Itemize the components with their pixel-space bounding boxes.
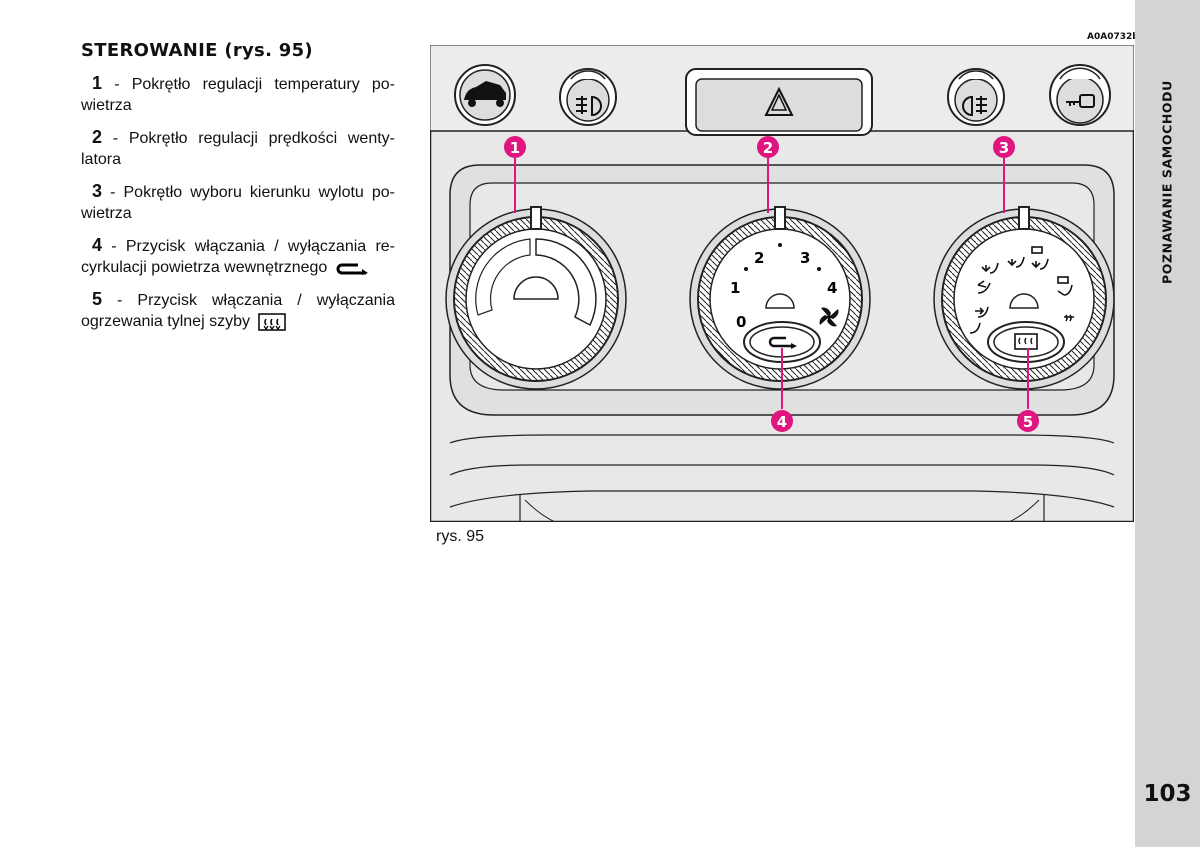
- item-text: - Pokrętło wyboru kierunku wylotu po-wie…: [81, 184, 395, 222]
- rear-defrost-button: [987, 321, 1065, 363]
- list-item: 4 - Przycisk włączania / wyłączania re-c…: [81, 235, 395, 278]
- item-number: 1: [92, 73, 103, 93]
- fan-scale-1: 1: [730, 279, 740, 297]
- callout-4: 4: [771, 410, 793, 432]
- recirculation-icon: [768, 336, 797, 349]
- callout-1: 1: [504, 136, 526, 158]
- callouts: 1 2 3 4 5: [504, 136, 1039, 432]
- rear-defrost-icon: [258, 313, 287, 331]
- item-number: 4: [92, 235, 103, 255]
- rear-defrost-icon: [1014, 333, 1038, 350]
- fan-scale-4: 4: [827, 279, 837, 297]
- item-number: 3: [92, 181, 103, 201]
- air-direction-icons: [969, 246, 1074, 334]
- svg-text:2: 2: [763, 139, 773, 157]
- list-item: 2 - Pokrętło regulacji prędkości wenty-l…: [81, 127, 395, 170]
- section-title: POZNAWANIE SAMOCHODU: [1159, 80, 1175, 285]
- air-distribution-knob: [933, 206, 1115, 390]
- item-text: - Pokrętło regulacji prędkości wenty-lat…: [81, 130, 395, 168]
- front-fog-light-icon: [962, 95, 987, 117]
- list-item: 3 - Pokrętło wyboru kierunku wylotu po-w…: [81, 181, 395, 224]
- fan-scale-2: 2: [754, 249, 764, 267]
- heading-title: STEROWANIE: [81, 40, 218, 61]
- rear-fog-light-button: [559, 68, 617, 126]
- recirculation-button: [743, 321, 821, 363]
- list-item: 1 - Pokrętło regulacji temperatury po-wi…: [81, 73, 395, 116]
- section-heading: STEROWANIE (rys. 95): [81, 40, 395, 61]
- svg-text:1: 1: [510, 139, 520, 157]
- fan-scale-3: 3: [800, 249, 810, 267]
- rear-fog-light-icon: [576, 95, 602, 117]
- front-fog-light-button: [947, 68, 1005, 126]
- trunk-release-button: [454, 64, 516, 126]
- text-column: STEROWANIE (rys. 95) 1 - Pokrętło regula…: [81, 40, 395, 343]
- trunk-release-icon: [464, 81, 506, 107]
- svg-text:4: 4: [777, 413, 787, 431]
- sidebar: [1135, 0, 1200, 847]
- item-text: - Przycisk włączania / wyłączania ogrzew…: [81, 292, 395, 330]
- page-number: 103: [1143, 781, 1192, 807]
- item-text: - Przycisk włączania / wyłączania re-cyr…: [81, 238, 395, 276]
- svg-text:5: 5: [1023, 413, 1033, 431]
- hazard-button: [685, 68, 873, 136]
- recirculation-icon: [336, 263, 368, 275]
- climate-control-figure: 0 1 2 3 4: [430, 45, 1134, 522]
- fan-scale-0: 0: [736, 313, 746, 331]
- figure-caption: rys. 95: [436, 528, 485, 545]
- temperature-knob: [445, 206, 627, 390]
- key-icon: [1066, 94, 1095, 108]
- figure-code: A0A0732b: [1087, 32, 1139, 42]
- callout-5: 5: [1017, 410, 1039, 432]
- item-number: 5: [92, 289, 103, 309]
- fan-speed-knob: 0 1 2 3 4: [689, 206, 871, 390]
- list-item: 5 - Przycisk włączania / wyłączania ogrz…: [81, 289, 395, 332]
- item-number: 2: [92, 127, 103, 147]
- svg-text:3: 3: [999, 139, 1009, 157]
- callout-2: 2: [757, 136, 779, 158]
- key-button: [1049, 64, 1111, 126]
- item-text: - Pokrętło regulacji temperatury po-wiet…: [81, 76, 395, 114]
- callout-3: 3: [993, 136, 1015, 158]
- fan-icon: [819, 307, 839, 327]
- hazard-icon: [764, 86, 794, 116]
- heading-figure-ref: (rys. 95): [224, 40, 313, 61]
